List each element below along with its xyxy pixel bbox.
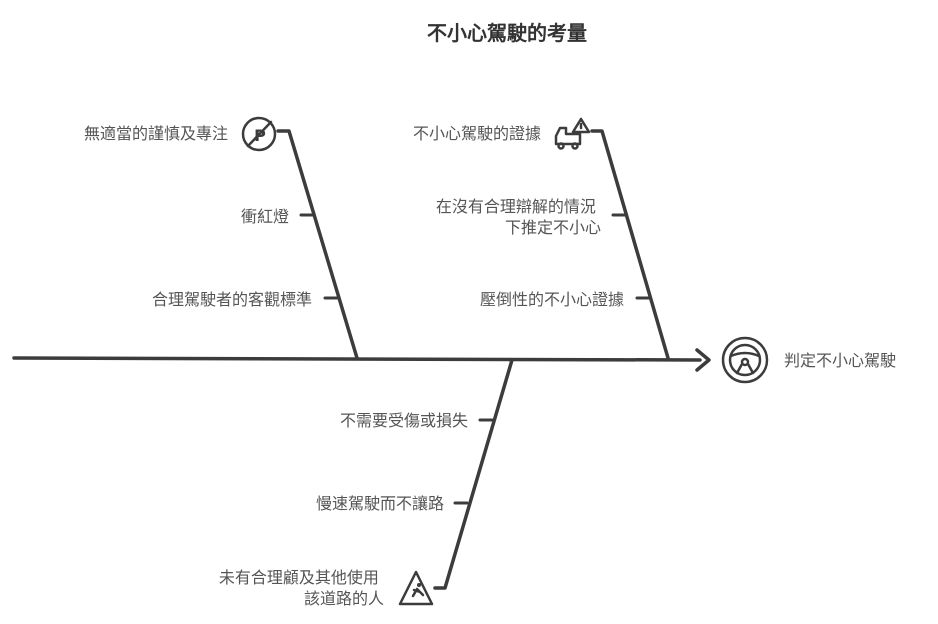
- cause-label: 壓倒性的不小心證據: [480, 290, 624, 309]
- cause-label: 不需要受傷或損失: [340, 411, 468, 430]
- no-parking-icon: P: [241, 116, 277, 152]
- branch-label: 無適當的謹慎及專注: [84, 124, 228, 143]
- branch-3: 未有合理顧及其他使用 該道路的人 不需要受傷或損失 慢速駕駛而不讓路: [219, 358, 514, 608]
- pedestrian-warning-icon: [398, 570, 434, 606]
- steering-wheel-icon: [721, 336, 769, 384]
- branch-2: 不小心駕駛的證據 在沒有合理辯解的情況 下推定不小心 壓倒性的不小心證據: [413, 117, 670, 360]
- cause-label: 合理駕駛者的客觀標準: [152, 290, 312, 309]
- branch-label: 不小心駕駛的證據: [413, 124, 541, 143]
- branch-label: 未有合理顧及其他使用 該道路的人: [219, 568, 384, 608]
- cause-label: 慢速駕駛而不讓路: [316, 494, 444, 513]
- cause-label: 在沒有合理辯解的情況 下推定不小心: [436, 197, 601, 237]
- svg-text:P: P: [254, 126, 266, 145]
- branch-1: P 無適當的謹慎及專注 衝紅燈 合理駕駛者的客觀標準: [84, 116, 359, 360]
- cause-label: 衝紅燈: [241, 207, 289, 226]
- spine-arrow-icon: [695, 348, 711, 372]
- effect-label: 判定不小心駕駛: [784, 351, 896, 370]
- truck-warning-icon: [554, 117, 591, 150]
- diagram-title: 不小心駕駛的考量: [427, 21, 587, 45]
